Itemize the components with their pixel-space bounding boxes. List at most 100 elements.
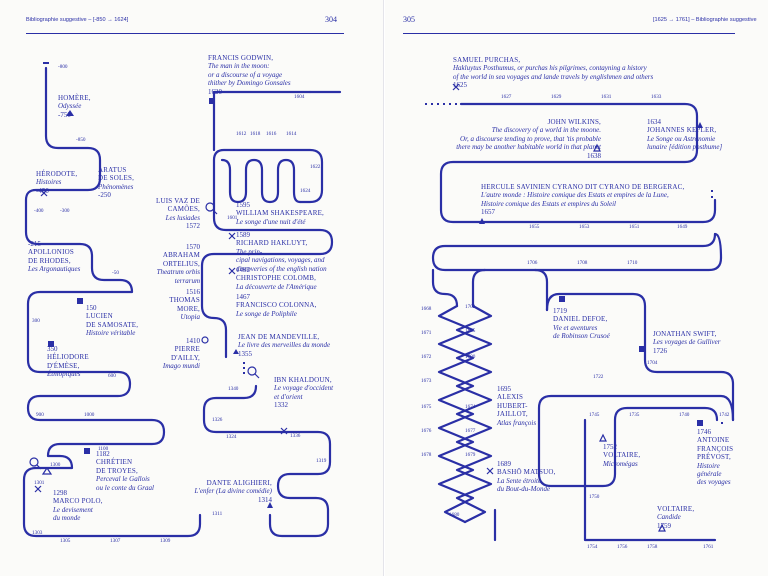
right-page: [1625 → 1761] – Bibliographie suggestive… (385, 0, 768, 576)
tick-label: 1754 (587, 544, 598, 550)
tick-label: 1710 (627, 260, 638, 266)
tick-label: 900 (36, 412, 44, 418)
tick-label: 1326 (212, 417, 223, 423)
tick-label: 1678 (421, 452, 432, 458)
tick-label: 1319 (316, 458, 327, 464)
tick-label: 1750 (589, 494, 600, 500)
tick-label: 1649 (677, 224, 688, 230)
tick-label: 1668 (421, 306, 432, 312)
tick-label: 1708 (577, 260, 588, 266)
tick-label: 1000 (84, 412, 95, 418)
tick-label: -800 (58, 64, 68, 70)
tick-label: 1612 (236, 131, 247, 137)
tick-label: 1300 (50, 462, 61, 468)
tick-label: 1676 (421, 428, 432, 434)
tick-label: 1675 (421, 404, 432, 410)
timeline-path-right (425, 83, 735, 542)
tick-label: 300 (32, 318, 40, 324)
tick-label: 1672 (421, 354, 432, 360)
entry-herodote: HÉRODOTE,Histoires-450 (36, 170, 78, 195)
tick-label: 1627 (501, 94, 512, 100)
entry-mandeville: JEAN DE MANDEVILLE,Le livre des merveill… (238, 333, 331, 358)
left-page: Bibliographie suggestive – [-850 → 1624]… (22, 0, 384, 576)
tick-label: 1324 (226, 434, 237, 440)
tick-label: 1677 (465, 428, 476, 434)
tick-label: 1301 (34, 480, 45, 486)
running-head-left: Bibliographie suggestive – [-850 → 1624] (26, 17, 129, 23)
tick-label: 1680 (449, 512, 460, 518)
tick-label: 1651 (629, 224, 640, 230)
tick-label: 1745 (589, 412, 600, 418)
tick-label: 1653 (579, 224, 590, 230)
tick-label: 1601 (227, 215, 238, 221)
tick-label: 1631 (601, 94, 612, 100)
tick-label: 1685 (465, 328, 476, 334)
tick-label: 1303 (32, 530, 43, 536)
timeline-path-left (22, 62, 342, 538)
tick-label: 1756 (617, 544, 628, 550)
tick-label: 1655 (529, 224, 540, 230)
tick-label: 1616 (266, 131, 277, 137)
tick-label: 1740 (679, 412, 690, 418)
page-number-right: 305 (403, 15, 415, 24)
entry-godwin: FRANCIS GODWIN,The man in the moon: or a… (208, 54, 291, 96)
tick-label: 1671 (421, 330, 432, 336)
entry-wilkins: JOHN WILKINS,The discovery of a world in… (456, 118, 601, 160)
header-rule-left (26, 33, 344, 34)
tick-label: 1624 (300, 188, 311, 194)
tick-label: 1674 (465, 404, 476, 410)
tick-label: 1633 (651, 94, 662, 100)
tick-label: 600 (108, 373, 116, 379)
tick-label: 1100 (98, 446, 109, 452)
tick-label: 1735 (629, 412, 640, 418)
entry-aratus: ARATUS DE SOLES,Phénomènes-250 (98, 166, 135, 200)
entry-cyrano: HERCULE SAVINIEN CYRANO DIT CYRANO DE BE… (481, 183, 685, 217)
tick-label: 1742 (719, 412, 730, 418)
tick-label: 1305 (60, 538, 71, 544)
tick-label: 1629 (551, 94, 562, 100)
tick-label: 1679 (465, 452, 476, 458)
tick-label: -400 (34, 208, 44, 214)
tick-label: 1340 (228, 386, 239, 392)
tick-label: 1336 (290, 433, 301, 439)
running-head-right: [1625 → 1761] – Bibliographie suggestive (653, 17, 757, 23)
page-number-left: 304 (325, 15, 337, 24)
tick-label: -850 (76, 137, 86, 143)
tick-label: 1702 (465, 304, 476, 310)
tick-label: 1761 (703, 544, 714, 550)
tick-label: 1758 (647, 544, 658, 550)
tick-label: 1604 (294, 94, 305, 100)
header-rule-right (403, 33, 735, 34)
tick-label: -50 (112, 270, 119, 276)
tick-label: 1309 (160, 538, 171, 544)
entry-dante: DANTE ALIGHIERI,L'enfer (La divine coméd… (194, 479, 272, 504)
tick-label: 1618 (250, 131, 261, 137)
entry-purchas: SAMUEL PURCHAS,Hakluytus Posthumus, or p… (453, 56, 654, 90)
tick-label: 1614 (286, 131, 297, 137)
entry-ibn-khaldoun: IBN KHALDOUN,Le voyage d'occident et d'o… (274, 376, 334, 410)
tick-label: 1622 (310, 164, 321, 170)
tick-label: 1311 (212, 511, 223, 517)
tick-label: 1307 (110, 538, 121, 544)
